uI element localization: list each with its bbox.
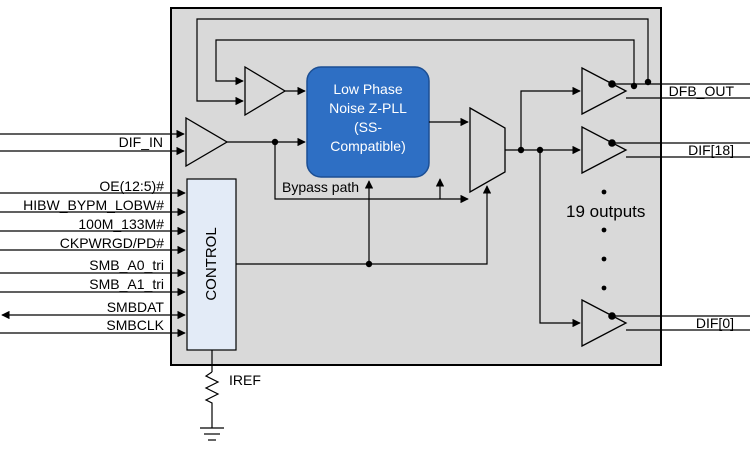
bypass-path-label: Bypass path [282,179,359,195]
output-mux [469,106,506,194]
control-block [186,178,237,351]
pll-label-line1: Low Phase [333,81,402,97]
wiring [0,18,750,441]
pll-label-line2: Noise Z-PLL [329,100,407,116]
dif18-label: DIF[18] [688,142,734,158]
dfb-output-buffer [581,66,628,116]
ckpwrgd-label: CKPWRGD/PD# [60,235,164,251]
feedback-buffer [244,65,287,117]
smb-a0-label: SMB_A0_tri [89,257,164,273]
smbdat-label: SMBDAT [107,299,165,315]
dif0-label: DIF[0] [696,315,734,331]
smb-a1-label: SMB_A1_tri [89,276,164,292]
oe-label: OE(12:5)# [99,178,164,194]
pll-label-line3: (SS- [354,119,382,135]
control-label: CONTROL [203,227,220,300]
dif-in-label: DIF_IN [119,134,163,150]
iref-label: IREF [229,372,261,388]
dif0-output-buffer [581,298,628,348]
junction-dots [271,78,652,320]
dfb-out-label: DFB_OUT [669,83,735,99]
input-buffer [185,116,229,168]
output-ellipsis-dots [601,189,607,291]
sel-100m-label: 100M_133M# [78,216,164,232]
smbclk-label: SMBCLK [106,317,164,333]
pll-label-line4: Compatible) [330,138,405,154]
dif18-output-buffer [581,125,628,175]
hibw-label: HIBW_BYPM_LOBW# [23,197,164,213]
output-count-label: 19 outputs [566,202,645,221]
